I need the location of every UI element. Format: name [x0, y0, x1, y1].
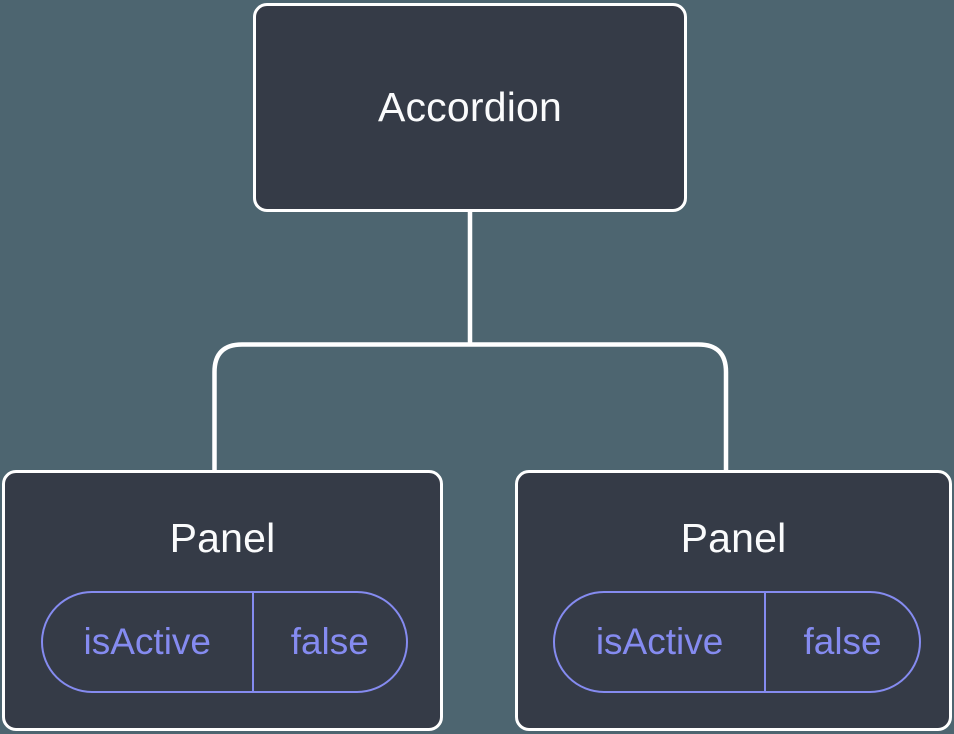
connector-bracket	[212, 342, 729, 472]
state-key-label: isActive	[555, 593, 767, 691]
component-node-accordion: Accordion	[253, 3, 687, 212]
component-node-panel-right: Panel isActive false	[515, 470, 952, 731]
state-value-label: false	[803, 621, 882, 662]
state-pill: isActive false	[41, 591, 408, 693]
component-name-label: Accordion	[377, 84, 563, 130]
component-name-label: Panel	[169, 515, 276, 561]
component-name-label: Panel	[680, 515, 787, 561]
state-value-label: false	[290, 621, 369, 662]
component-node-panel-left: Panel isActive false	[2, 470, 443, 731]
state-pill: isActive false	[553, 591, 921, 693]
state-key-label: isActive	[43, 593, 254, 691]
